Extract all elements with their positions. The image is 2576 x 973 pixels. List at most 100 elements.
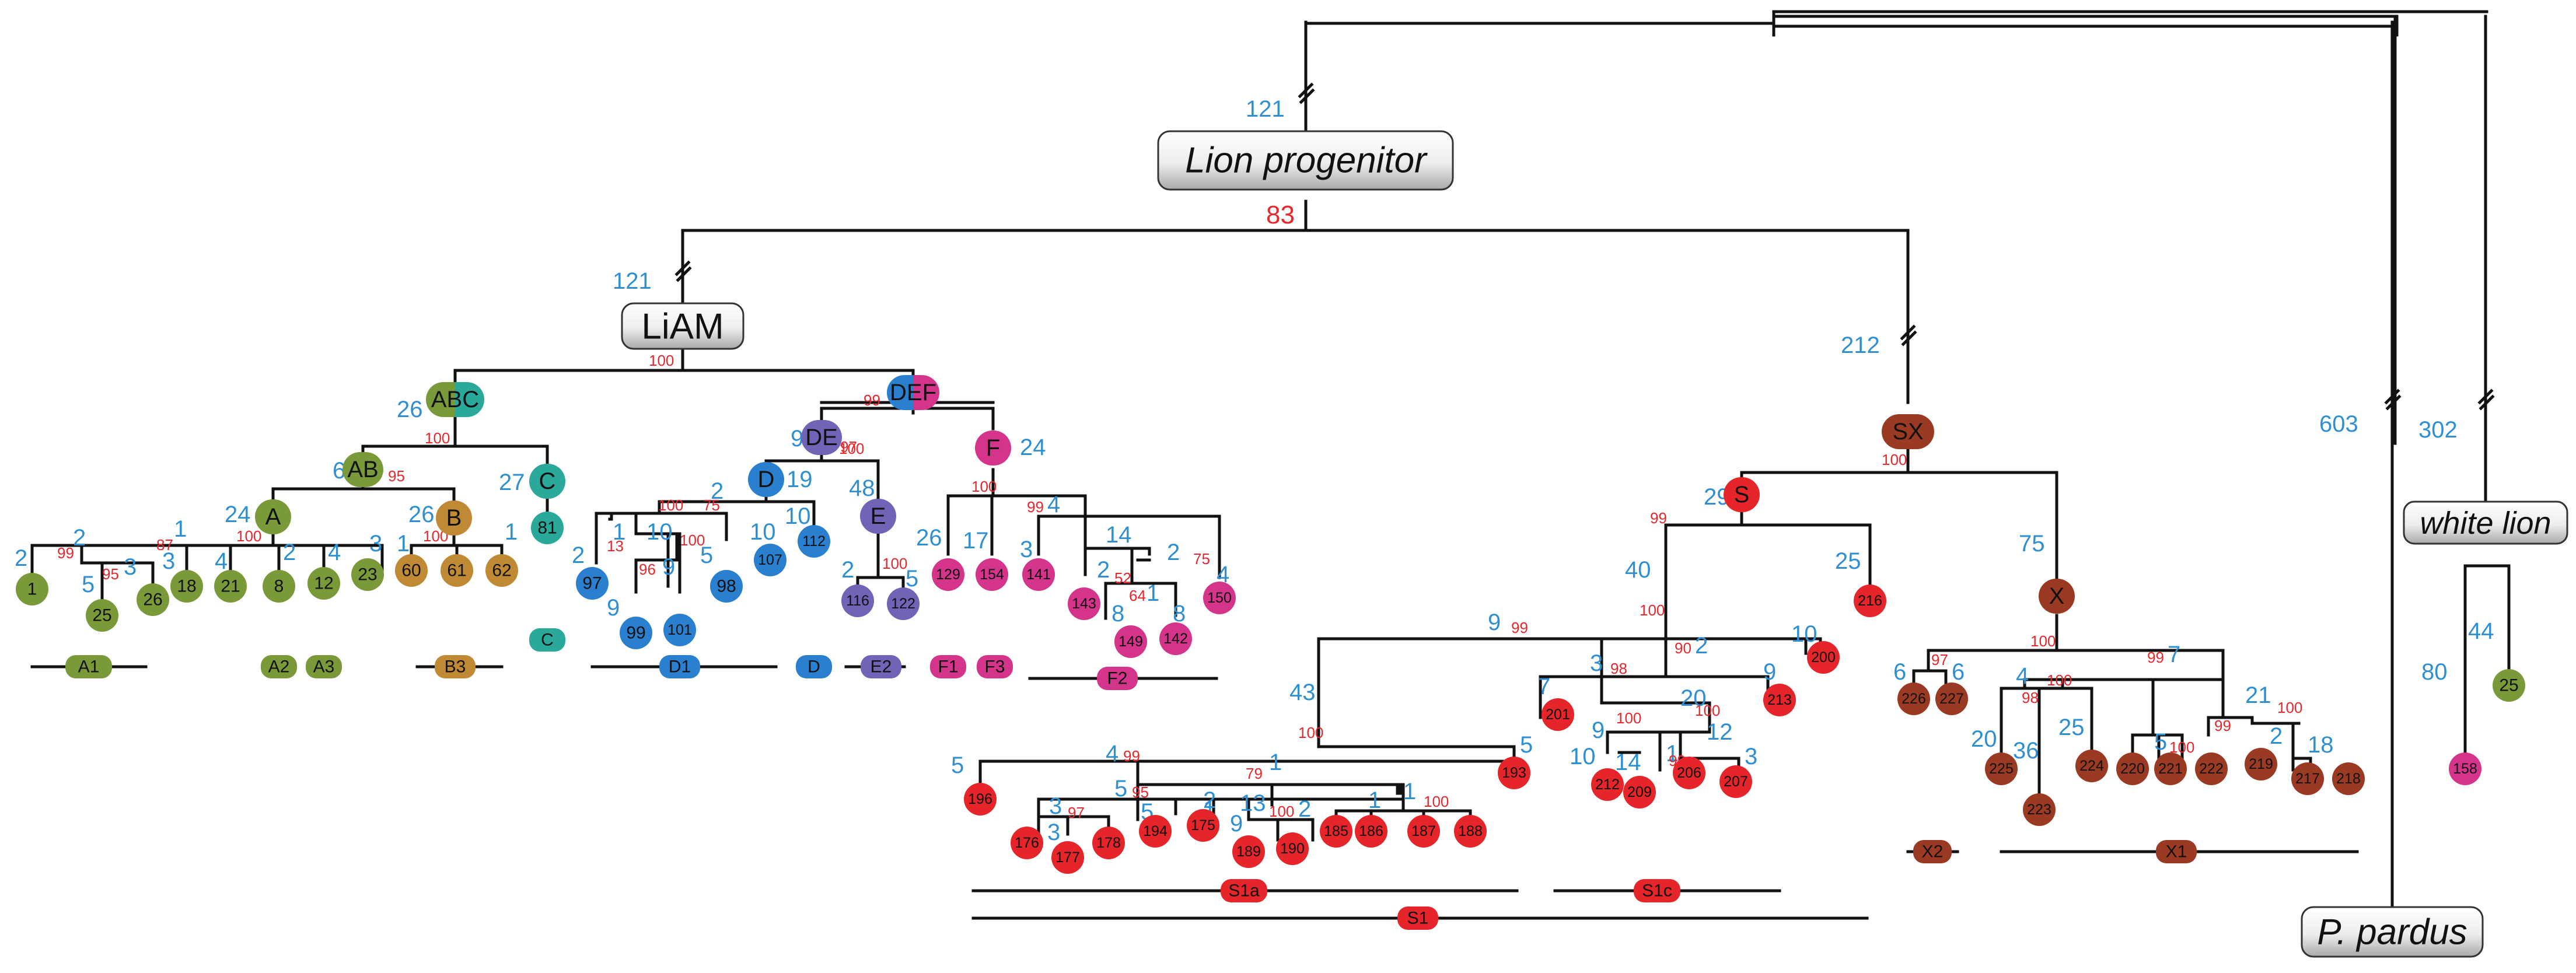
leaf-node: 221 [2154, 752, 2187, 785]
leaf-node-label: 149 [1119, 634, 1143, 650]
leaf-node: 220 [2116, 752, 2149, 785]
leaf-node-label: 177 [1055, 849, 1080, 866]
leaf-node-label: 116 [846, 593, 869, 609]
count-label: 17 [963, 528, 989, 554]
haplogroup-text: E2 [871, 657, 892, 677]
leaf-node: 142 [1159, 622, 1192, 655]
count-label: 25 [2058, 715, 2085, 740]
branch [1212, 797, 1405, 842]
group-node-label: B [446, 505, 462, 531]
count-label: 13 [1240, 790, 1266, 816]
count-label: 121 [613, 268, 652, 294]
leaf-node: 177 [1051, 841, 1084, 874]
leaf-node-label: 225 [1989, 761, 2014, 777]
branch [1037, 815, 1110, 836]
branch [1136, 783, 1402, 795]
count-label: 2 [1298, 796, 1311, 822]
haplogroup-label: E2 [861, 655, 901, 678]
leaf-node-label: 209 [1627, 784, 1652, 800]
bootstrap-label: 100 [1640, 601, 1665, 619]
group-node-label: F [986, 435, 1000, 461]
leaf-node-label: 12 [314, 574, 333, 593]
haplogroup-text: S1 [1407, 909, 1429, 928]
bootstrap-label: 100 [1695, 702, 1720, 719]
count-label: 6 [1952, 659, 1965, 685]
branch [1606, 716, 1740, 772]
branch [80, 544, 155, 606]
count-label: 3 [1047, 820, 1060, 845]
haplogroup-label: F3 [977, 655, 1013, 678]
leaf-node-label: 112 [802, 533, 826, 550]
leaf-node: 190 [1276, 832, 1309, 865]
bootstrap-label: 100 [658, 496, 683, 514]
leaf-node-label: 81 [537, 519, 557, 538]
count-label: 10 [1791, 621, 1817, 647]
count-label: 43 [1289, 680, 1316, 705]
branch [1664, 637, 1808, 655]
leaf-node-label: 23 [358, 565, 377, 584]
bootstrap-label: 98 [1610, 660, 1627, 677]
leaf-node-label: 143 [1072, 596, 1096, 612]
leaf-node-label: 26 [143, 590, 162, 610]
leaf-node-label: 176 [1015, 835, 1039, 851]
count-label: 10 [1570, 744, 1596, 769]
branch [1037, 783, 1140, 818]
count-label: 18 [2308, 732, 2334, 758]
leaf-node-label: 213 [1767, 692, 1792, 708]
count-label: 1 [505, 519, 518, 545]
leaf-node-label: 8 [274, 577, 284, 596]
branch [1772, 22, 2394, 37]
leaf-node: 129 [932, 558, 964, 591]
count-label: 2 [283, 540, 296, 565]
count-label: 21 [2245, 682, 2271, 708]
count-label: 3 [369, 531, 382, 556]
leaf-node-label: 188 [1458, 823, 1483, 839]
haplogroup-text: F2 [1107, 669, 1127, 688]
leaf-node: 21 [214, 570, 247, 603]
p-pardus-label: P. pardus [2301, 906, 2484, 958]
haplogroup-text: S1a [1228, 881, 1260, 901]
branch [1304, 10, 2397, 445]
bootstrap-label: 97 [1931, 651, 1948, 668]
leaf-node: 149 [1114, 625, 1147, 658]
branch [30, 526, 384, 579]
count-label: 8 [1112, 601, 1124, 626]
leaf-node-label: 18 [177, 577, 196, 596]
bootstrap-label: 95 [1132, 783, 1149, 801]
count-label: 20 [1680, 685, 1707, 711]
leaf-node-label: 207 [1724, 774, 1748, 790]
count-label: 2 [15, 545, 27, 571]
leaf-node-label: 1 [27, 580, 37, 599]
bootstrap-label: 79 [1246, 765, 1263, 782]
group-node-label: SX [1892, 419, 1923, 444]
count-label: 1 [1269, 750, 1282, 775]
leaf-node-label: 25 [2499, 676, 2518, 695]
count-label: 4 [1106, 741, 1119, 766]
group-node-label: AB [347, 457, 378, 482]
bootstrap-label: 100 [680, 531, 705, 549]
bootstrap-label: 87 [156, 536, 173, 554]
haplogroup-label: X1 [2156, 840, 2197, 863]
branch [2000, 687, 2093, 801]
leaf-node: 194 [1139, 815, 1172, 848]
count-label: 1 [1368, 788, 1381, 813]
count-label: 2 [711, 478, 723, 504]
group-node-d: D [748, 462, 784, 497]
count-label: 9 [1763, 659, 1776, 685]
haplogroup-text: F3 [984, 657, 1005, 677]
count-label: 3 [124, 554, 137, 580]
count-label: 48 [849, 475, 875, 501]
count-label: 2 [1167, 540, 1180, 565]
count-label: 20 [1971, 726, 1997, 752]
group-node-b: B [436, 501, 472, 536]
branch [410, 526, 504, 562]
group-node-e: E [860, 499, 896, 534]
svg-text:LiAM: LiAM [641, 307, 723, 347]
leaf-node-label: 107 [758, 552, 782, 568]
bootstrap-label: 97 [840, 438, 857, 456]
leaf-node: 193 [1498, 757, 1530, 789]
count-label: 19 [787, 467, 813, 492]
bootstrap-label: 83 [1266, 201, 1295, 229]
count-label: 14 [1615, 750, 1641, 775]
